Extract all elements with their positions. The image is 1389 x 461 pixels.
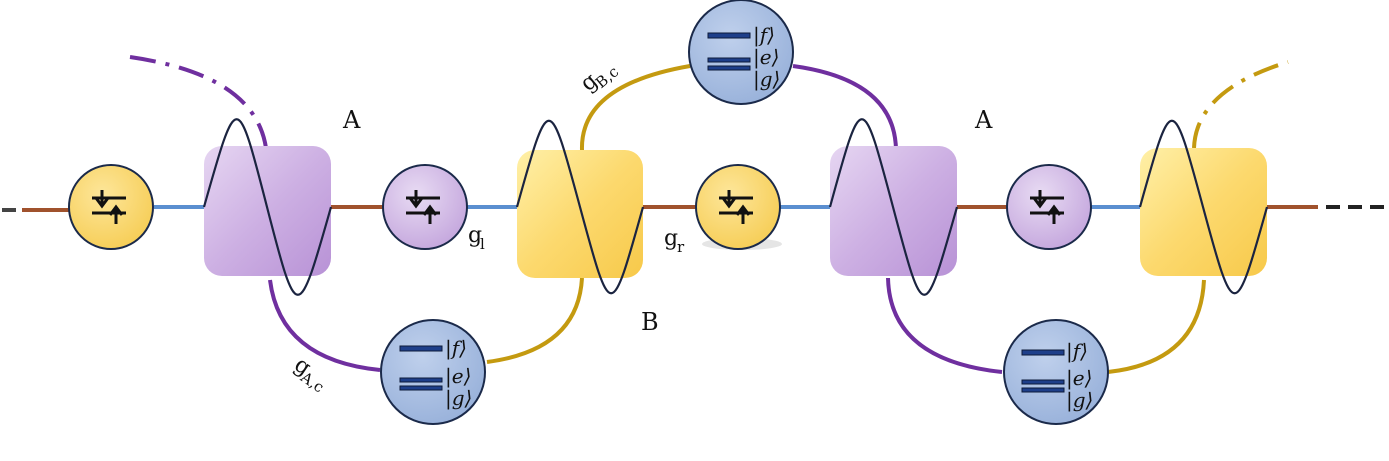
svg-text:r: r	[677, 238, 685, 256]
ket-f: |f⟩	[445, 336, 467, 361]
level-f	[399, 345, 443, 352]
purple-arc-a1-bottom	[268, 279, 381, 372]
resonator-right	[1138, 119, 1269, 295]
spin-up-arrow-icon	[1046, 204, 1062, 224]
coupling-label-gl: g l	[468, 223, 485, 253]
svg-text:l: l	[480, 235, 485, 253]
svg-text:g: g	[664, 226, 678, 251]
spin-circle	[68, 164, 154, 250]
ket-e: |e⟩	[1066, 366, 1092, 391]
qutrit-circle	[1003, 319, 1109, 425]
sine-wave-icon	[1138, 119, 1269, 295]
spin-qubit	[68, 164, 154, 250]
coupling-label-gr: g r	[664, 226, 685, 256]
level-e	[707, 57, 751, 63]
ket-e: |e⟩	[753, 45, 779, 70]
spin-down-arrow-icon	[721, 190, 737, 209]
ket-g: |g⟩	[1066, 388, 1093, 413]
spin-up-arrow-icon	[735, 204, 751, 224]
level-f	[707, 32, 751, 39]
purple-arc-a2-bottom	[886, 277, 1003, 374]
spin-down-arrow-icon	[1032, 190, 1048, 209]
gold-arc-right-bottom	[1107, 279, 1206, 374]
resonator-block	[517, 150, 643, 278]
spin-circle	[695, 164, 781, 250]
level-e	[1021, 379, 1065, 385]
resonator-a2	[828, 118, 959, 296]
qutrit-circle	[688, 0, 794, 105]
qutrit-bottom-left: |f⟩ |e⟩ |g⟩	[380, 319, 486, 425]
spin-up-arrow-icon	[108, 204, 124, 224]
ket-f: |f⟩	[753, 23, 775, 48]
spin-qubit	[382, 164, 468, 250]
purple-arc-a2-top	[792, 64, 898, 151]
level-e	[399, 377, 443, 383]
level-g	[707, 65, 751, 71]
qutrit-bottom-right: |f⟩ |e⟩ |g⟩	[1003, 319, 1109, 425]
spin-down-arrow-icon	[408, 190, 424, 209]
sine-wave-icon	[202, 118, 333, 296]
sine-wave-icon	[828, 118, 959, 296]
spin-qubit	[695, 164, 782, 250]
site-label-a1: A	[342, 106, 361, 134]
level-g	[1021, 387, 1065, 393]
spin-circle	[1006, 164, 1092, 250]
level-g	[399, 385, 443, 391]
level-f	[1021, 349, 1065, 356]
coupling-lines	[129, 55, 1289, 374]
resonator-b	[515, 119, 645, 295]
site-label-b: B	[641, 308, 659, 336]
purple-open-arc	[129, 55, 268, 149]
site-label-a2: A	[974, 106, 993, 134]
ket-g: |g⟩	[445, 386, 472, 411]
gold-open-arc	[1192, 60, 1289, 149]
gold-arc-b-bottom	[486, 277, 584, 364]
ket-e: |e⟩	[445, 364, 471, 389]
svg-text:g: g	[468, 223, 482, 248]
sine-wave-icon	[515, 119, 645, 295]
qutrit-top: |f⟩ |e⟩ |g⟩	[688, 0, 794, 105]
spin-qubit	[1006, 164, 1092, 250]
spin-up-arrow-icon	[422, 204, 438, 224]
spin-down-arrow-icon	[94, 190, 110, 209]
gold-arc-b-top	[579, 64, 691, 151]
resonator-a1	[202, 118, 333, 296]
spin-circle	[382, 164, 468, 250]
ket-f: |f⟩	[1066, 339, 1088, 364]
waveguide-chain	[2, 205, 1389, 212]
ket-g: |g⟩	[753, 67, 780, 92]
